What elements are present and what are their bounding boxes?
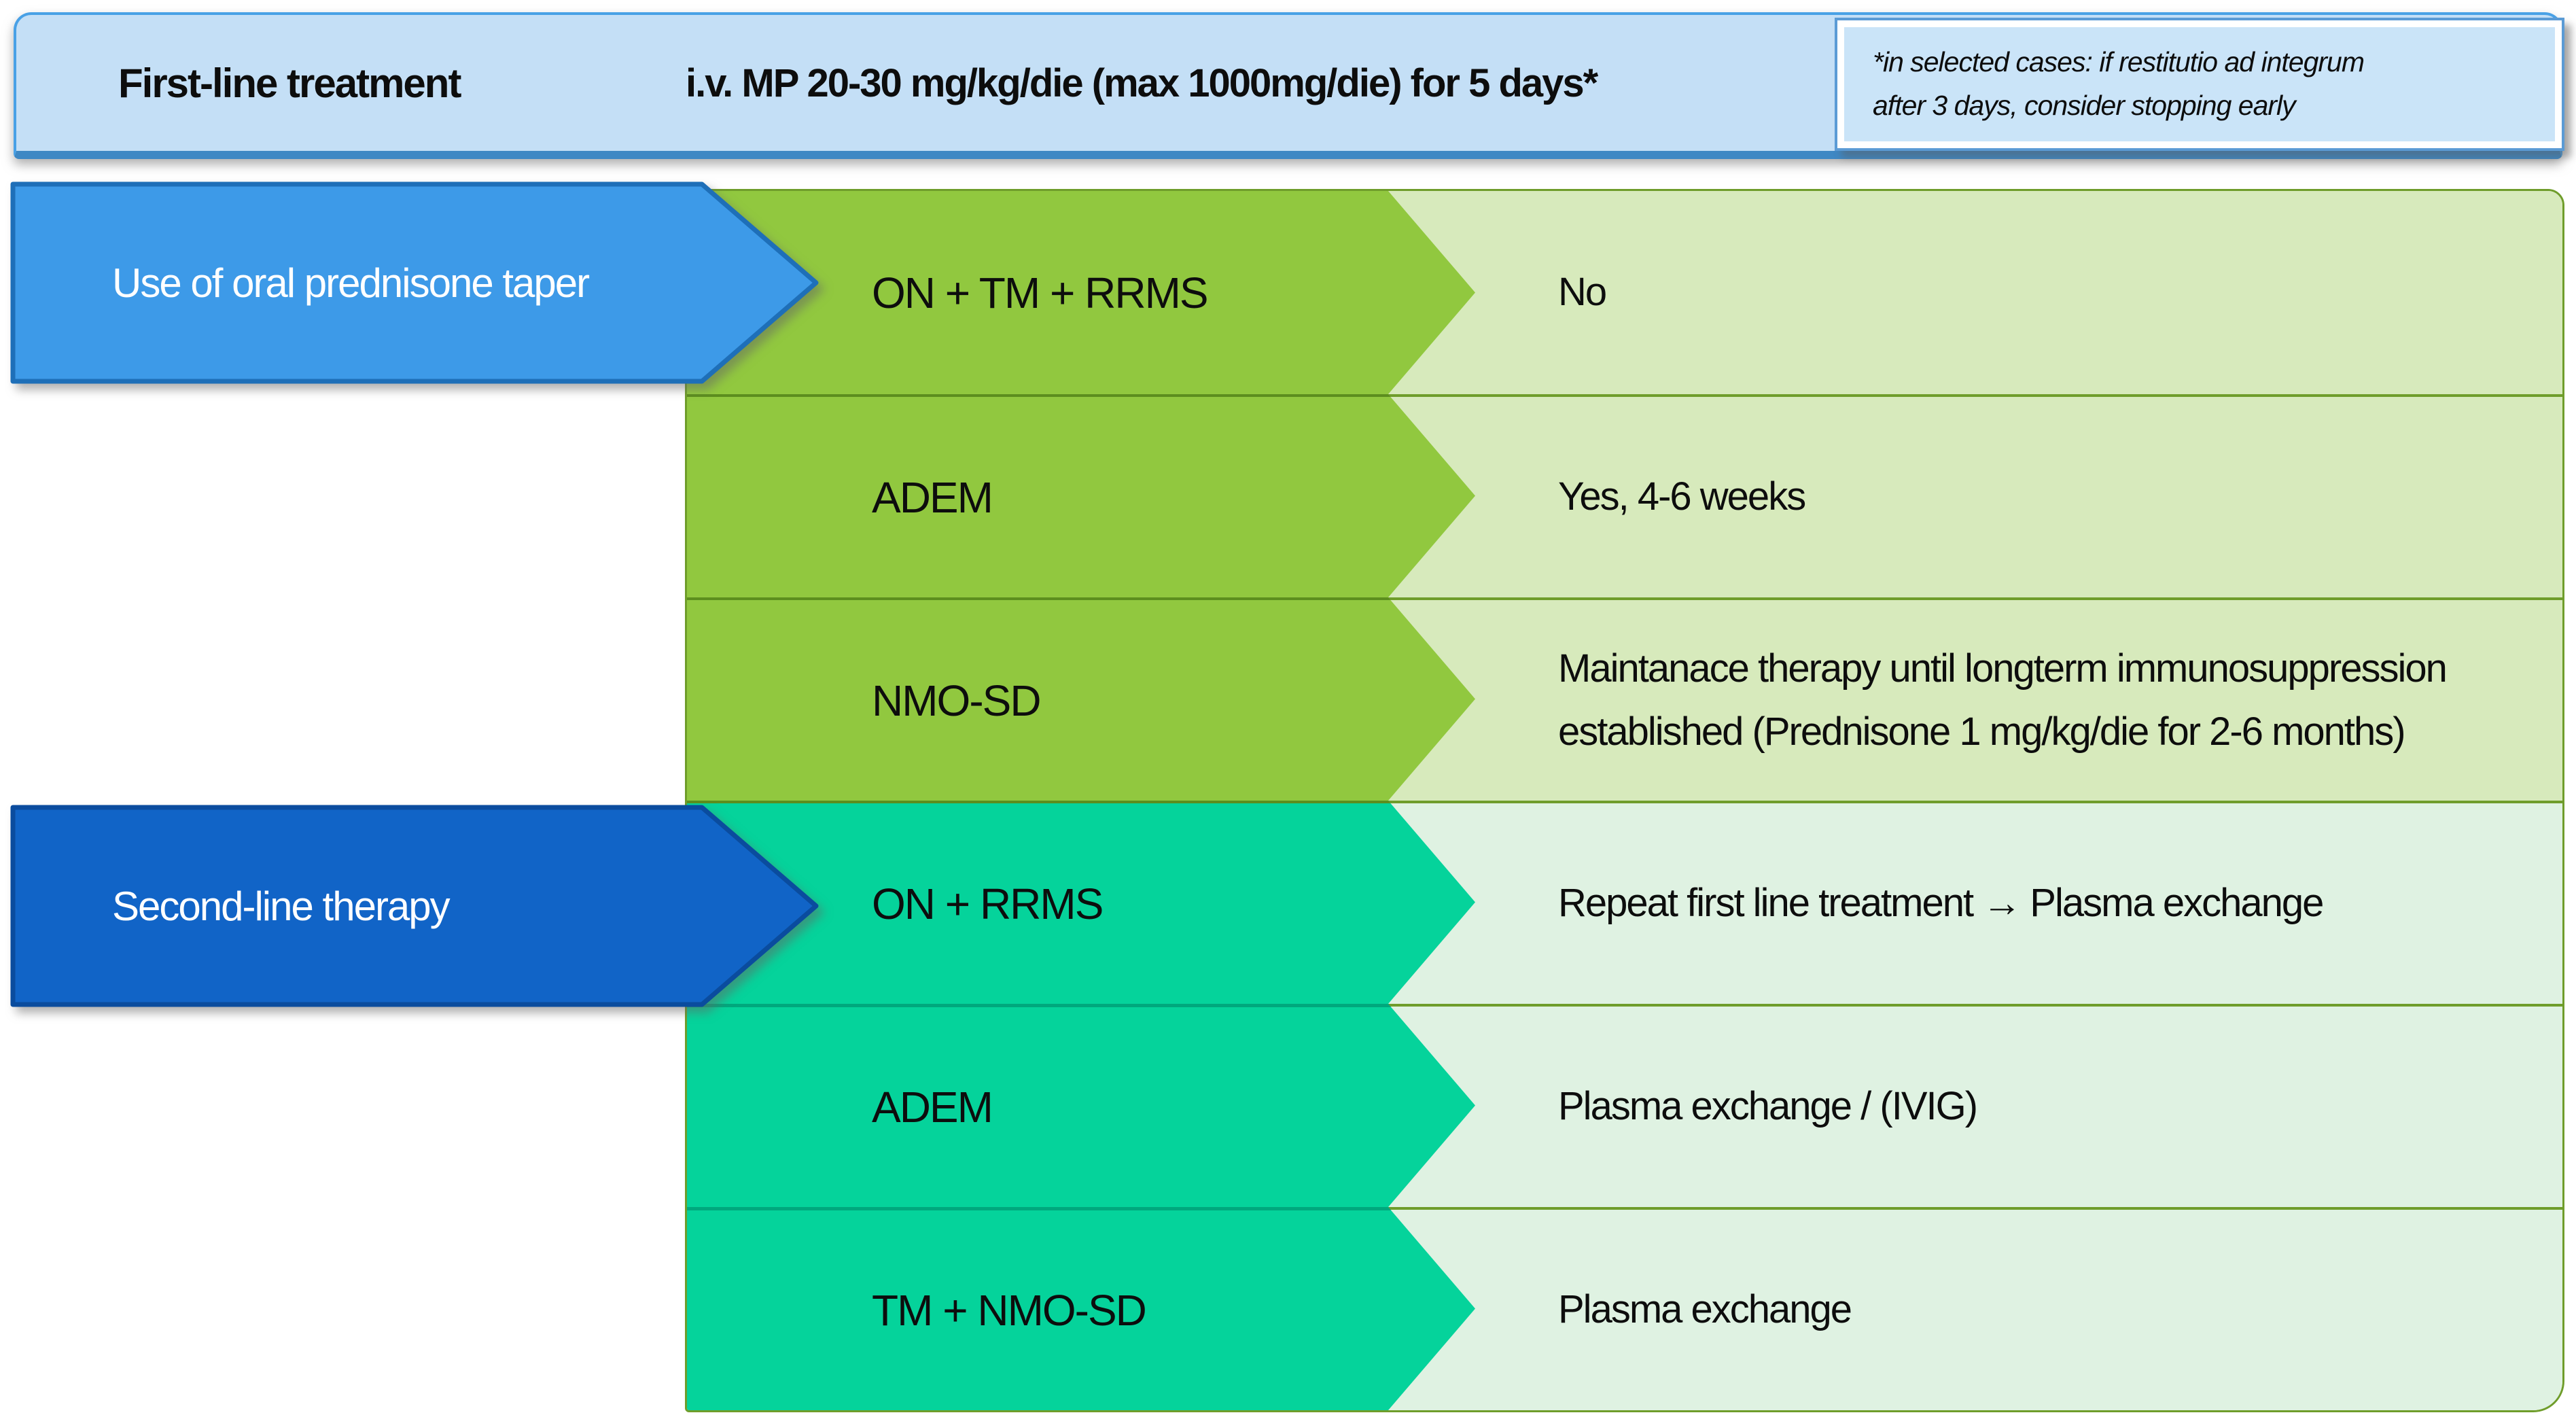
condition-text: ON + RRMS — [872, 879, 1104, 928]
second-line-arrow: Second-line therapy — [10, 804, 822, 1008]
therapy-cell: Plasma exchange / (IVIG) — [1388, 1004, 2562, 1207]
table-row: No ON + TM + RRMS — [687, 191, 2562, 394]
condition-chevron: ADEM — [687, 1004, 1475, 1207]
footnote-box: *in selected cases: if restitutio ad int… — [1835, 18, 2564, 151]
treatment-rows: No ON + TM + RRMS Yes, 4-6 weeks ADEM Ma… — [685, 189, 2564, 1412]
condition-chevron: ON + TM + RRMS — [687, 191, 1475, 394]
table-row: Plasma exchange TM + NMO-SD — [687, 1207, 2562, 1410]
therapy-cell: No — [1388, 191, 2562, 394]
banner-dose-text: i.v. MP 20-30 mg/kg/die (max 1000mg/die)… — [686, 60, 1598, 105]
right-arrow-shape-icon — [10, 805, 819, 1007]
condition-chevron: TM + NMO-SD — [687, 1207, 1475, 1410]
table-row: Plasma exchange / (IVIG) ADEM — [687, 1004, 2562, 1207]
therapy-text: Maintanace therapy until longterm immuno… — [1558, 646, 2448, 754]
footnote-line-2: after 3 days, consider stopping early — [1873, 90, 2296, 121]
condition-chevron: NMO-SD — [687, 597, 1475, 801]
therapy-text: Plasma exchange / (IVIG) — [1558, 1084, 1978, 1129]
condition-text: ON + TM + RRMS — [872, 268, 1209, 317]
therapy-text: Repeat first line treatment → Plasma exc… — [1558, 881, 2324, 926]
condition-chevron: ADEM — [687, 394, 1475, 597]
therapy-cell: Plasma exchange — [1388, 1207, 2562, 1410]
prednisone-taper-arrow: Use of oral prednisone taper — [10, 181, 822, 385]
condition-text: ADEM — [872, 1083, 993, 1132]
therapy-cell: Yes, 4-6 weeks — [1388, 394, 2562, 597]
table-row: Maintanace therapy until longterm immuno… — [687, 597, 2562, 801]
table-row: Yes, 4-6 weeks ADEM — [687, 394, 2562, 597]
therapy-cell: Repeat first line treatment → Plasma exc… — [1388, 801, 2562, 1004]
therapy-text: No — [1558, 270, 1607, 315]
condition-text: TM + NMO-SD — [872, 1286, 1147, 1335]
condition-text: ADEM — [872, 472, 993, 522]
table-row: Repeat first line treatment → Plasma exc… — [687, 801, 2562, 1004]
arrow-label: Second-line therapy — [112, 883, 451, 929]
banner-title: First-line treatment — [118, 60, 461, 106]
right-arrow-shape-icon — [10, 181, 819, 384]
arrow-label: Use of oral prednisone taper — [112, 260, 590, 306]
condition-chevron: ON + RRMS — [687, 801, 1475, 1004]
footnote-line-1: *in selected cases: if restitutio ad int… — [1873, 46, 2365, 78]
therapy-cell: Maintanace therapy until longterm immuno… — [1388, 597, 2562, 801]
condition-text: NMO-SD — [872, 676, 1042, 725]
therapy-text: Yes, 4-6 weeks — [1558, 474, 1806, 519]
therapy-text: Plasma exchange — [1558, 1287, 1852, 1332]
